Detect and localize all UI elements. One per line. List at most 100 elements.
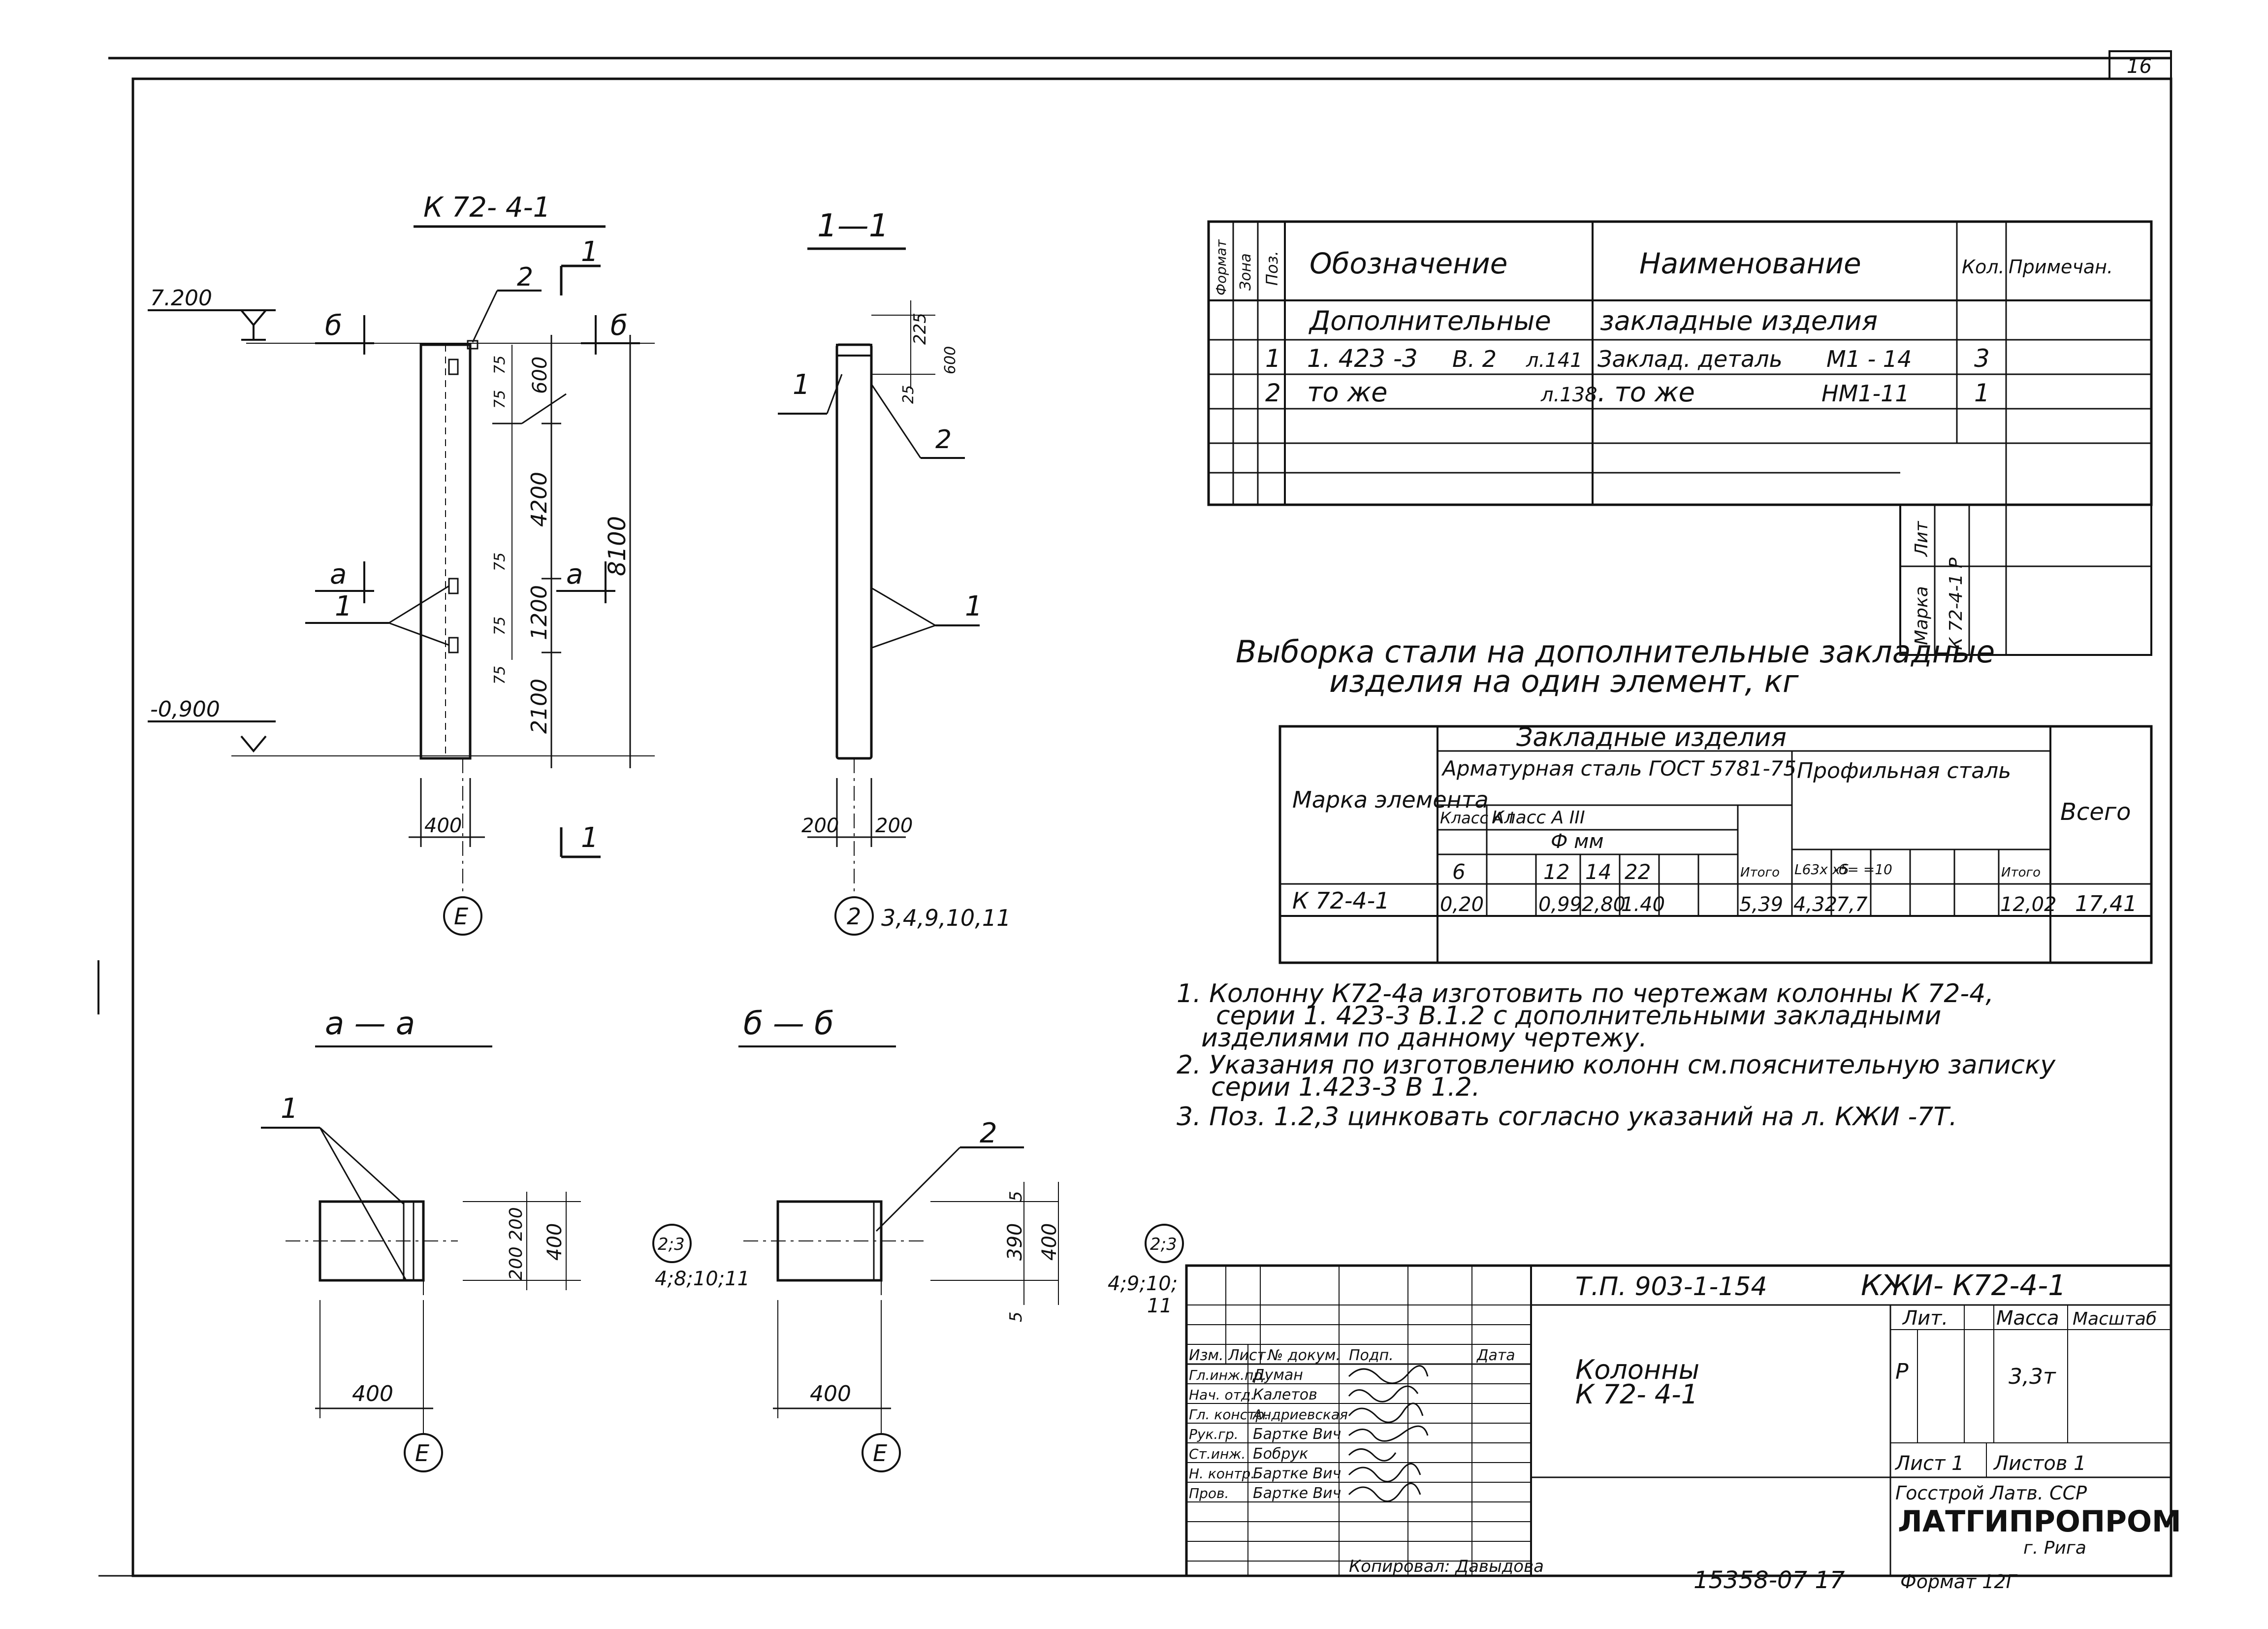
- section-1-bottom-label: 1: [581, 822, 599, 854]
- view-1-1-title: 1—1: [817, 208, 889, 244]
- steel-diam-12: 12: [1543, 860, 1569, 884]
- dim-600: 600: [529, 357, 551, 394]
- tb-name-5: Бобрук: [1253, 1445, 1308, 1463]
- elevation-bottom: -0,900: [150, 697, 220, 722]
- section-1-top-label: 1: [581, 236, 599, 268]
- steel-val-14: 2,80: [1582, 893, 1626, 916]
- steel-class-aiii: Класс А III: [1492, 808, 1585, 828]
- tb-copied: Копировал: Давыдова: [1349, 1557, 1544, 1576]
- spec-header-qty: Кол.: [1962, 256, 2005, 278]
- view-bb-axis-circle: 2;3: [1150, 1235, 1177, 1254]
- spec-lit-label: Лит: [1912, 521, 1932, 557]
- steel-val-itogo2: 12,02: [2000, 893, 2057, 916]
- view-aa-axis-refs: 4;8;10;11: [655, 1268, 750, 1290]
- steel-val-itogo1: 5,39: [1739, 893, 1783, 916]
- tb-lit-value: Р: [1895, 1359, 1909, 1384]
- tb-org-name: ЛАТГИПРОПРОМ: [1898, 1504, 2181, 1539]
- view-bb-axis-refs-1: 4;9;10;: [1108, 1272, 1178, 1295]
- spec-row1-ref1: В. 2: [1452, 346, 1497, 372]
- spec-row2-pos: 2: [1265, 379, 1281, 407]
- view-bb-axis: Е: [873, 1440, 887, 1466]
- specification-table: Формат Зона Поз. Обозначение Наименовани…: [1207, 220, 2153, 656]
- view-bb-title: б — б: [743, 1006, 834, 1042]
- steel-val-plate: 7,7: [1836, 893, 1868, 916]
- dim-75-d: 75: [491, 617, 509, 635]
- tb-sign-list: Лист: [1228, 1347, 1267, 1364]
- view11-dim-600: 600: [942, 346, 959, 374]
- view11-axis-refs: 3,4,9,10,11: [881, 905, 1011, 931]
- signature-scribbles: [1348, 1365, 1429, 1502]
- tb-name-6: Бартке Вич: [1253, 1465, 1341, 1482]
- view-aa-callout: 1: [281, 1093, 298, 1125]
- dim-75-c: 75: [491, 553, 509, 571]
- steel-profile-header: Профильная сталь: [1797, 758, 2011, 783]
- tb-project: Т.П. 903-1-154: [1575, 1272, 1767, 1302]
- dim-1200: 1200: [527, 585, 552, 640]
- tb-name-line2: К 72- 4-1: [1575, 1379, 1698, 1410]
- spec-group-right: закладные изделия: [1600, 305, 1878, 336]
- dim-8100: 8100: [604, 516, 631, 576]
- tb-role-5: Ст.инж.: [1189, 1446, 1246, 1462]
- steel-val-12: 0,99: [1538, 893, 1582, 916]
- view11-dim-left: 200: [801, 814, 839, 837]
- tb-sign-date: Дата: [1476, 1347, 1515, 1364]
- tb-lit-label: Лит.: [1902, 1307, 1948, 1330]
- tb-format: Формат 12Г: [1900, 1571, 2018, 1593]
- title-block: Т.П. 903-1-154 КЖИ- К72-4-1 Изм. Лист № …: [1185, 1264, 2181, 1594]
- view-bb-width: 400: [810, 1381, 851, 1406]
- sheet-corner-number: 16: [2127, 55, 2152, 78]
- tb-org-line1: Госстрой Латв. ССР: [1895, 1482, 2087, 1504]
- section-1-1-view: 1—1 225 600 25 1 2 1 200 200 2 3,4,9,10,…: [778, 208, 1011, 936]
- section-a-a-view: а — а 1 200 200 400 2;3 4;8;10;11 400 Е: [261, 1006, 750, 1472]
- view-aa-axis-circle: 2;3: [658, 1235, 685, 1254]
- tb-sign-podp: Подп.: [1349, 1347, 1394, 1364]
- spec-header-designation: Обозначение: [1310, 247, 1507, 280]
- steel-val-L63: 4,32: [1793, 893, 1837, 916]
- spec-marka-label: Марка: [1912, 586, 1932, 645]
- view11-callout-2: 2: [935, 425, 952, 455]
- spec-row1-qty: 3: [1974, 344, 1990, 373]
- view-bb-dim-400: 400: [1038, 1223, 1061, 1261]
- note-line-2: серии 1. 423-3 В.1.2 с дополнительными з…: [1216, 1001, 1941, 1031]
- view11-axis: 2: [847, 903, 861, 930]
- view-bb-dim-5a: 5: [1006, 1191, 1026, 1202]
- spec-header-format: Формат: [1213, 239, 1229, 295]
- section-b-right-label: б: [610, 310, 628, 342]
- spec-group-left: Дополнительные: [1309, 305, 1551, 336]
- main-width-dim: 400: [424, 814, 462, 837]
- steel-val-6: 0,20: [1440, 893, 1484, 916]
- spec-row2-ref2: л.138: [1540, 384, 1597, 406]
- steel-diam-6: 6: [1452, 860, 1466, 884]
- note-line-4: 2. Указания по изготовлению колонн см.по…: [1177, 1050, 2056, 1080]
- dim-75-b: 75: [491, 390, 509, 409]
- spec-header-name: Наименование: [1639, 247, 1861, 280]
- view11-dim-right: 200: [875, 814, 913, 837]
- tb-sheet-label: Лист 1: [1894, 1452, 1964, 1475]
- tb-sign-izm: Изм.: [1189, 1347, 1224, 1364]
- steel-arm-header: Арматурная сталь ГОСТ 5781-75: [1441, 756, 1796, 781]
- view-bb-dim-390: 390: [1004, 1223, 1026, 1261]
- tb-inv-number: 15358-07 17: [1693, 1566, 1845, 1594]
- tb-mass-label: Масса: [1996, 1307, 2059, 1330]
- steel-table: Марка элемента Закладные изделия Арматур…: [1278, 723, 2153, 964]
- callout-1-main: 1: [335, 590, 352, 622]
- section-a-left-label: а: [330, 558, 347, 590]
- steel-itogo-2: Итого: [2001, 865, 2041, 880]
- tb-name-line1: Колонны: [1575, 1354, 1699, 1385]
- steel-profile-col-2: -б= =10: [1834, 861, 1892, 878]
- view-bb-axis-refs-2: 11: [1147, 1295, 1172, 1317]
- spec-header-zone: Зона: [1237, 253, 1254, 291]
- view-bb-dim-5b: 5: [1006, 1311, 1026, 1322]
- steel-group-header: Закладные изделия: [1516, 723, 1787, 752]
- spec-marka-value: К 72-4-1 Р: [1946, 557, 1966, 650]
- view11-callout-1: 1: [793, 369, 810, 401]
- steel-total-header: Всего: [2060, 798, 2131, 826]
- steel-title-line1: Выборка стали на дополнительные закладны…: [1236, 634, 1995, 670]
- tb-name-7: Бартке Вич: [1253, 1485, 1341, 1502]
- tb-role-2: Нач. отд.: [1189, 1387, 1255, 1403]
- dim-75-a: 75: [491, 356, 509, 374]
- spec-row2-mark: НМ1-11: [1821, 380, 1910, 407]
- spec-row1-mark: М1 - 14: [1826, 346, 1912, 372]
- dim-4200: 4200: [527, 472, 552, 527]
- view-aa-dim-200a: 200: [506, 1207, 526, 1241]
